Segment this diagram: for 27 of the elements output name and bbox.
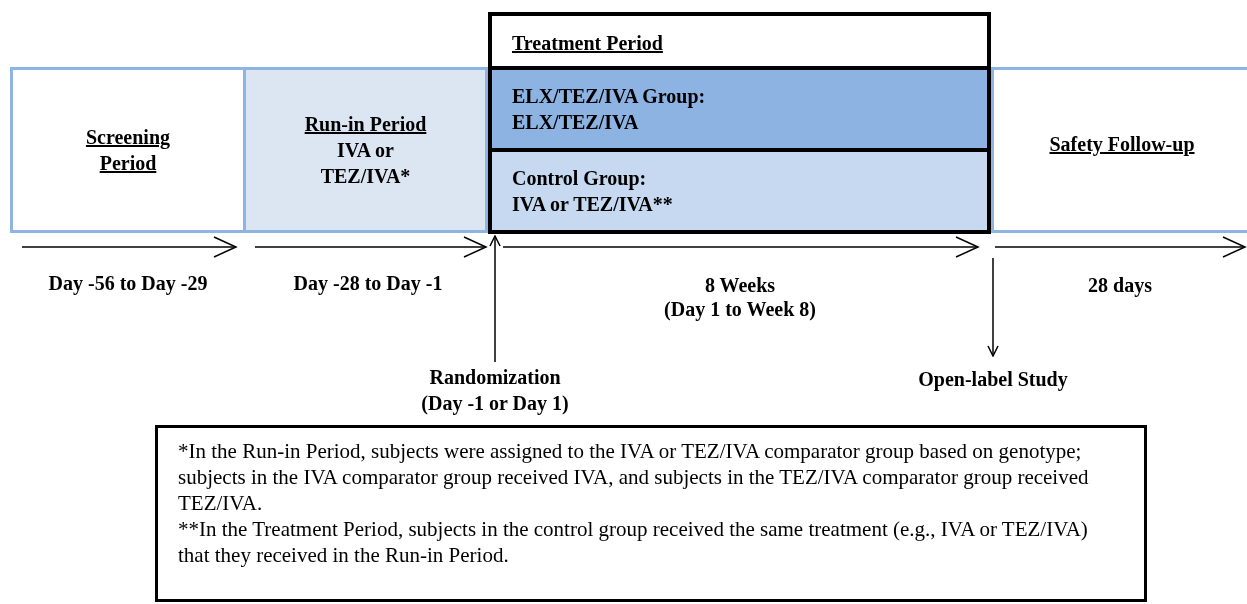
- period-heading: Run-in Period: [304, 112, 427, 137]
- duration-label: (Day 1 to Week 8): [663, 297, 817, 322]
- period-box: [243, 67, 488, 233]
- period-heading: Safety Follow-up: [1049, 132, 1195, 157]
- duration-label: Day -56 to Day -29: [47, 271, 209, 296]
- group-box: [492, 66, 987, 148]
- footnote-text: **In the Treatment Period, subjects in the control group received the same treatment (e.g., IVA or TEZ/IVA) that they received in the Run-in Period.: [178, 516, 1089, 568]
- milestone-label: Randomization (Day -1 or Day 1): [420, 365, 570, 416]
- treatment-period-box: [488, 12, 991, 234]
- period-drug: IVA or TEZ/IVA*: [319, 138, 412, 189]
- period-box: [10, 67, 246, 233]
- group-drug: IVA or TEZ/IVA**: [512, 192, 674, 217]
- period-heading: Treatment Period: [512, 31, 663, 56]
- duration-label: 28 days: [1087, 273, 1153, 298]
- group-drug: ELX/TEZ/IVA: [512, 110, 640, 135]
- duration-label: 8 Weeks: [703, 273, 777, 298]
- group-name: ELX/TEZ/IVA Group:: [512, 84, 707, 109]
- milestone-label: Open-label Study: [917, 367, 1069, 392]
- arrow: [489, 235, 501, 363]
- period-box: [991, 67, 1247, 233]
- group-name: Control Group:: [512, 166, 648, 191]
- duration-label: Day -28 to Day -1: [292, 271, 444, 296]
- group-box: [492, 148, 987, 230]
- period-heading: Screening Period: [84, 125, 172, 176]
- footnote-text: *In the Run-in Period, subjects were assigned to the IVA or TEZ/IVA comparator group based on genotype; subjects in the IVA comparator group received IVA, and subjects in the TEZ/IVA comparator group received TEZ/IVA.: [178, 438, 1090, 516]
- footnote-box: [155, 425, 1147, 602]
- arrow: [987, 257, 999, 357]
